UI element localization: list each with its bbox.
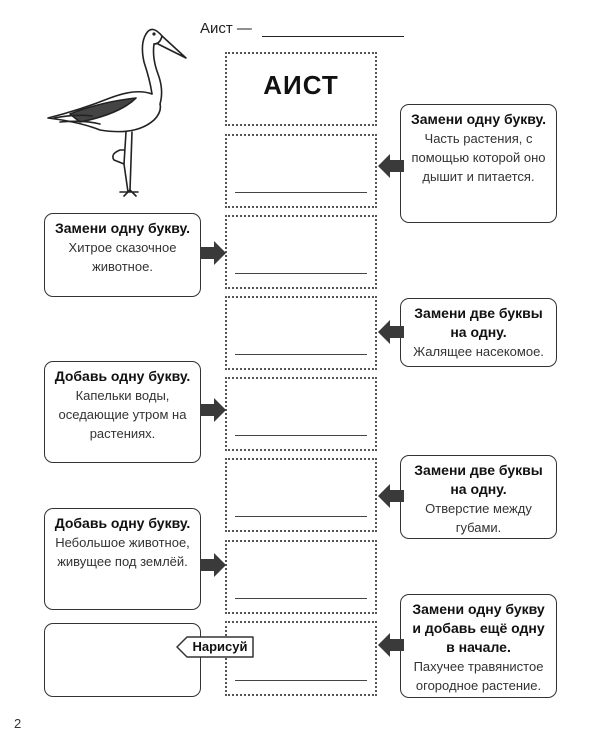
draw-label-text: Нарисуй: [192, 639, 248, 654]
clue-title: Замени одну букву.: [411, 111, 546, 127]
clue-text: Небольшое животное, живущее под землёй.: [55, 535, 190, 569]
clue-title: Добавь одну букву.: [54, 368, 191, 384]
word-slot-7[interactable]: [225, 621, 377, 696]
clue-card-1: Замени одну букву. Часть растения, с пом…: [400, 104, 557, 223]
clue-title: Замени одну букву и добавь ещё одну в на…: [412, 601, 545, 655]
clue-text: Часть растения, с помощью которой оно ды…: [411, 131, 546, 184]
clue-card-3: Замени две буквы на одну. Жалящее насеко…: [400, 298, 557, 367]
arrow-left-icon: [378, 154, 404, 178]
clue-card-7: Замени одну букву и добавь ещё одну в на…: [400, 594, 557, 698]
clue-title: Замени две буквы на одну.: [414, 305, 543, 340]
arrow-left-icon: [176, 636, 254, 658]
word-slot-4[interactable]: [225, 377, 377, 451]
clue-text: Хитрое сказочное животное.: [68, 240, 177, 274]
header-label: Аист —: [200, 20, 252, 37]
clue-text: Жалящее насекомое.: [413, 344, 544, 359]
answer-line[interactable]: [235, 598, 367, 599]
clue-title: Замени две буквы на одну.: [414, 462, 543, 497]
clue-title: Замени одну букву.: [55, 220, 190, 236]
arrow-right-icon: [200, 553, 226, 577]
drawing-box[interactable]: [44, 623, 201, 697]
start-word: АИСТ: [263, 70, 339, 100]
answer-line[interactable]: [235, 435, 367, 436]
word-slot-5[interactable]: [225, 458, 377, 532]
answer-line[interactable]: [235, 354, 367, 355]
answer-line-header[interactable]: [262, 36, 404, 37]
word-slot-3[interactable]: [225, 296, 377, 370]
clue-title: Добавь одну букву.: [54, 515, 191, 531]
stork-illustration: [47, 28, 187, 197]
clue-text: Отверстие между губами.: [425, 501, 532, 535]
arrow-right-icon: [200, 398, 226, 422]
word-slot-6[interactable]: [225, 540, 377, 614]
arrow-left-icon: [378, 484, 404, 508]
arrow-left-icon: [378, 633, 404, 657]
clue-card-6: Добавь одну букву. Небольшое животное, ж…: [44, 508, 201, 610]
arrow-left-icon: [378, 320, 404, 344]
clue-card-4: Добавь одну букву. Капельки воды, оседаю…: [44, 361, 201, 463]
clue-card-5: Замени две буквы на одну. Отверстие межд…: [400, 455, 557, 539]
word-slot-2[interactable]: [225, 215, 377, 289]
word-slot-1[interactable]: [225, 134, 377, 208]
clue-text: Капельки воды, оседающие утром на растен…: [58, 388, 187, 441]
answer-line[interactable]: [235, 273, 367, 274]
clue-card-2: Замени одну букву. Хитрое сказочное живо…: [44, 213, 201, 297]
start-word-box: АИСТ: [225, 52, 377, 126]
answer-line[interactable]: [235, 192, 367, 193]
page-number: 2: [14, 716, 22, 731]
clue-text: Пахучее травянистое огородное растение.: [413, 659, 544, 693]
answer-line[interactable]: [235, 516, 367, 517]
draw-label: Нарисуй: [176, 636, 254, 658]
answer-line[interactable]: [235, 680, 367, 681]
arrow-right-icon: [200, 241, 226, 265]
